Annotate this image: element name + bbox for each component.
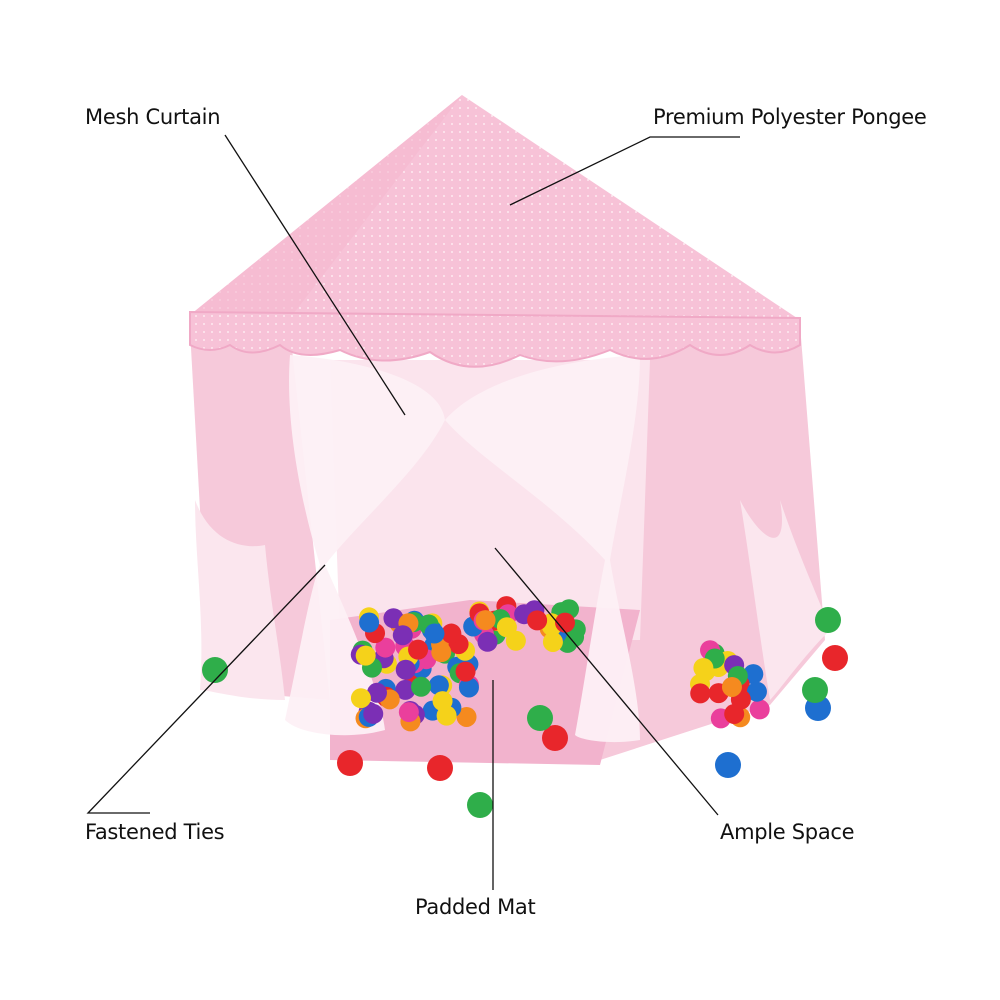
ball xyxy=(431,642,452,663)
label-padded-mat: Padded Mat xyxy=(415,895,536,919)
ball xyxy=(398,702,419,723)
label-ample-space: Ample Space xyxy=(720,820,855,844)
ball xyxy=(743,664,764,685)
ball xyxy=(467,792,493,818)
ample-space-leader xyxy=(494,547,719,816)
ball xyxy=(428,675,449,696)
mesh-curtain-right xyxy=(445,355,640,743)
ball xyxy=(458,677,479,698)
ball xyxy=(427,755,453,781)
ball xyxy=(424,623,445,644)
ball xyxy=(408,639,429,660)
tent-roof-shade xyxy=(190,95,462,318)
ball xyxy=(527,705,553,731)
ball xyxy=(475,610,496,631)
mesh-curtain-left xyxy=(285,355,445,736)
label-premium-polyester-pongee: Premium Polyester Pongee xyxy=(653,105,927,129)
ball xyxy=(690,683,711,704)
ball xyxy=(496,617,517,638)
tent-valance xyxy=(189,310,801,368)
ball xyxy=(355,645,376,666)
ball xyxy=(366,682,387,703)
ball xyxy=(441,623,462,644)
fastened-ties-leader xyxy=(86,564,326,814)
ball xyxy=(542,725,568,751)
ball xyxy=(746,681,767,702)
ball xyxy=(350,688,371,709)
ball xyxy=(749,699,770,720)
ball xyxy=(815,607,841,633)
ball xyxy=(392,625,413,646)
ball xyxy=(802,677,828,703)
ball xyxy=(411,676,432,697)
ball xyxy=(477,631,498,652)
ball xyxy=(359,612,380,633)
ball xyxy=(822,645,848,671)
mesh-curtain-leader xyxy=(224,134,406,416)
mesh-side-left xyxy=(195,500,285,700)
ball xyxy=(202,657,228,683)
pongee-leader xyxy=(509,136,740,206)
ball xyxy=(542,631,563,652)
ball xyxy=(432,691,453,712)
ball xyxy=(375,637,396,658)
mesh-side-right xyxy=(740,500,830,700)
ball xyxy=(395,679,416,700)
tent-roof xyxy=(190,95,800,320)
ball xyxy=(555,612,576,633)
ball xyxy=(456,706,477,727)
ball xyxy=(721,676,742,697)
ball xyxy=(395,659,416,680)
ball-pit xyxy=(202,596,848,818)
ball xyxy=(715,752,741,778)
ball xyxy=(337,750,363,776)
ball xyxy=(363,703,384,724)
label-fastened-ties: Fastened Ties xyxy=(85,820,225,844)
ball xyxy=(527,610,548,631)
label-mesh-curtain: Mesh Curtain xyxy=(85,105,221,129)
ball xyxy=(693,657,714,678)
ball xyxy=(455,661,476,682)
